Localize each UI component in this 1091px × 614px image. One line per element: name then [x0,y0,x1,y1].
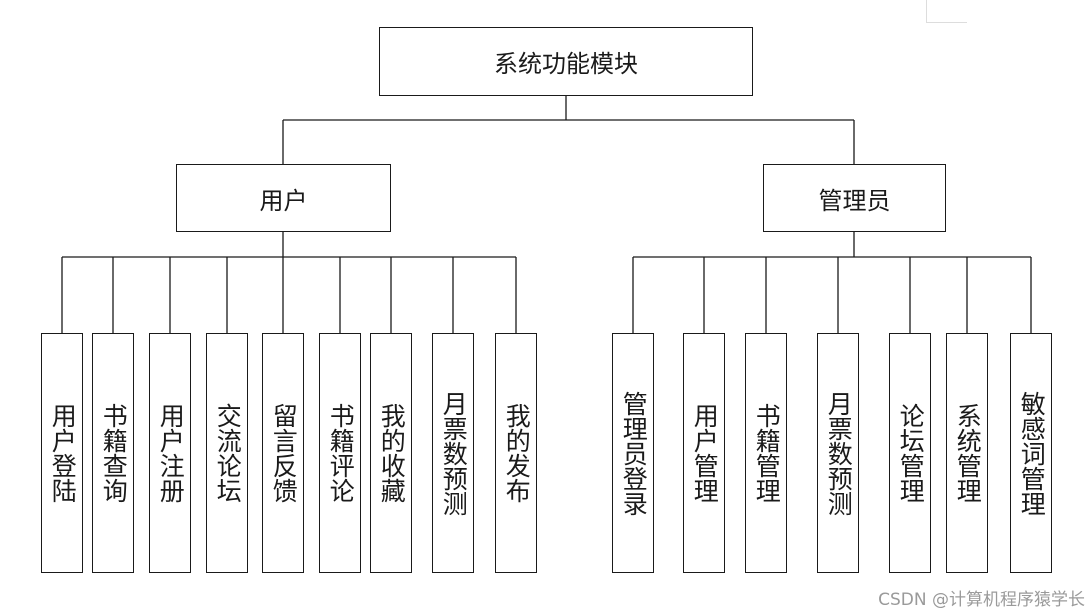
watermark: CSDN @计算机程序猿学长 [878,590,1085,610]
leaf-node: 月票数预测 [817,333,859,573]
leaf-node: 论坛管理 [889,333,931,573]
leaf-node: 书籍评论 [319,333,361,573]
leaf-node: 用户注册 [149,333,191,573]
leaf-node: 用户管理 [683,333,725,573]
leaf-node-label: 用户管理 [690,403,720,503]
leaf-node-label: 月票数预测 [439,390,469,516]
window-corner-decoration [926,0,967,23]
leaf-node-label: 我的发布 [502,403,532,503]
leaf-node-label: 书籍查询 [99,403,129,503]
leaf-node-label: 书籍评论 [326,403,356,503]
leaf-node-label: 管理员登录 [619,390,649,516]
group-node-user: 用户 [176,164,391,232]
group-node-label: 用户 [259,186,308,215]
group-node-admin: 管理员 [763,164,946,232]
leaf-node: 敏感词管理 [1010,333,1052,573]
leaf-node-label: 系统管理 [953,403,983,503]
root-node-label: 系统功能模块 [494,50,638,78]
leaf-node-label: 我的收藏 [377,403,407,503]
leaf-node-label: 书籍管理 [752,403,782,503]
leaf-node-label: 留言反馈 [269,403,299,503]
leaf-node: 系统管理 [946,333,988,573]
leaf-node: 管理员登录 [612,333,654,573]
leaf-node: 留言反馈 [262,333,304,573]
leaf-node-label: 用户登陆 [48,403,78,503]
leaf-node: 我的收藏 [370,333,412,573]
leaf-node: 月票数预测 [432,333,474,573]
leaf-node: 用户登陆 [41,333,83,573]
leaf-node-label: 用户注册 [156,403,186,503]
root-node: 系统功能模块 [379,27,753,96]
leaf-node-label: 月票数预测 [824,390,854,516]
leaf-node-label: 交流论坛 [213,403,243,503]
leaf-node: 书籍管理 [745,333,787,573]
leaf-node: 书籍查询 [92,333,134,573]
leaf-node-label: 论坛管理 [896,403,926,503]
leaf-node: 我的发布 [495,333,537,573]
leaf-node: 交流论坛 [206,333,248,573]
group-node-label: 管理员 [818,186,891,215]
leaf-node-label: 敏感词管理 [1017,390,1047,516]
